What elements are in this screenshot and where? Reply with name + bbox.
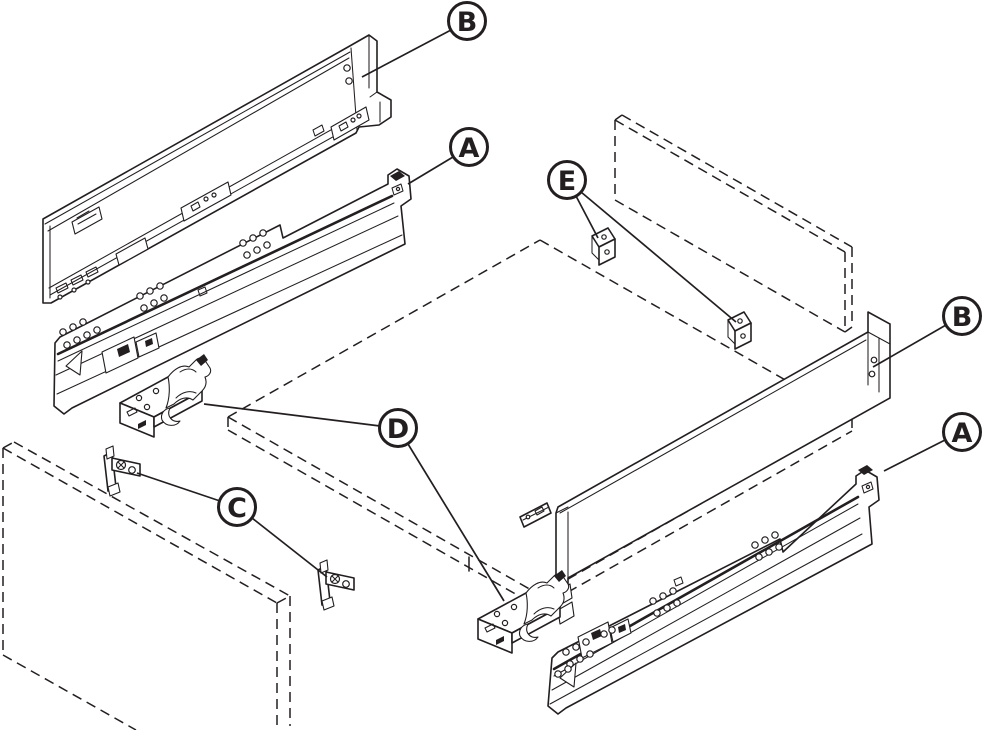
runner-front-hook-right: [858, 465, 874, 494]
product-label-sticker: [71, 206, 103, 235]
cabinet-runner-left: [53, 168, 412, 415]
label-b-right: B: [942, 296, 982, 336]
back-panel-dashed-outline: [614, 114, 853, 333]
label-e: E: [547, 160, 587, 200]
front-fixing-holes: [55, 266, 99, 300]
locking-device-right: [477, 569, 570, 654]
label-a-top: A: [449, 127, 489, 167]
side-cutout: [115, 237, 149, 266]
label-a-right-letter: A: [952, 418, 973, 449]
label-e-letter: E: [558, 166, 576, 197]
front-panel-dashed-outline: [2, 441, 291, 730]
front-bracket-right: [317, 559, 355, 611]
runner-holes: [554, 531, 783, 678]
label-c-badge: [217, 487, 257, 527]
cabinet-runner-right: [547, 465, 880, 715]
label-c: C: [217, 487, 257, 527]
label-b-top: B: [447, 1, 487, 41]
cover-plate: [519, 502, 552, 528]
label-b-top-letter: B: [457, 7, 478, 38]
label-e-badge: [547, 160, 587, 200]
mounting-arrow-mark: [65, 350, 83, 376]
label-b-right-badge: [942, 296, 982, 336]
runner-latch-left: [101, 332, 160, 374]
label-d: D: [378, 408, 418, 448]
rear-bracket-left: [591, 227, 616, 266]
label-a-top-letter: A: [459, 133, 480, 164]
side-rail-clip-rear: [330, 106, 370, 141]
runner-front-hook-left: [390, 171, 405, 196]
drawer-side-left: [42, 34, 392, 304]
label-a-top-badge: [449, 127, 489, 167]
label-d-badge: [378, 408, 418, 448]
label-b-top-badge: [447, 1, 487, 41]
label-d-letter: D: [387, 414, 409, 445]
side-rail-clip-front: [180, 181, 232, 222]
label-a-right: A: [942, 412, 982, 452]
leader-lines: [136, 29, 947, 602]
runner-holes: [59, 229, 271, 349]
label-b-right-letter: B: [952, 302, 973, 333]
front-bracket-left: [103, 445, 141, 497]
label-c-letter: C: [227, 493, 247, 524]
label-a-right-badge: [942, 412, 982, 452]
locking-device-left: [119, 354, 212, 438]
